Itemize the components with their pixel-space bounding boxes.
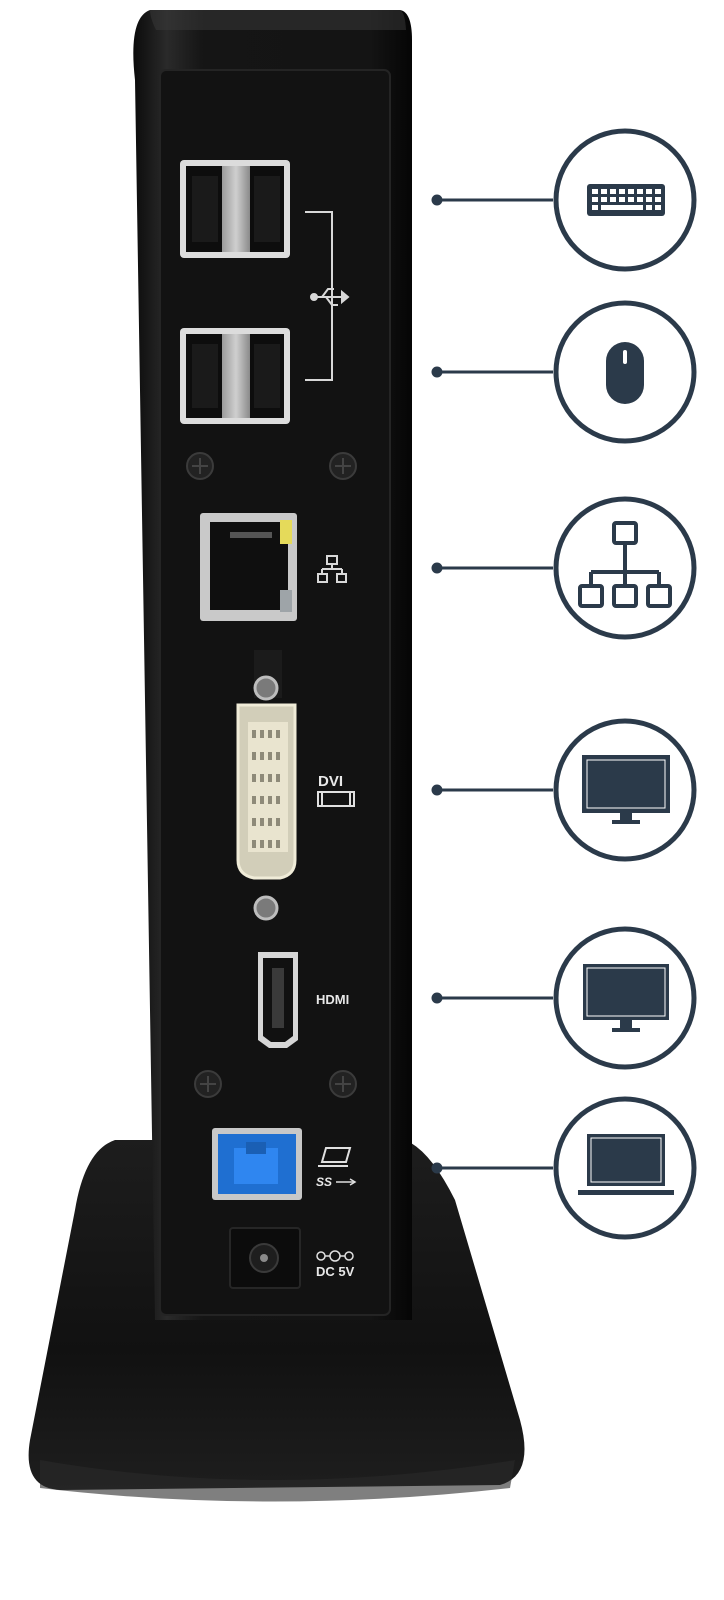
dvi-display-icon bbox=[317, 791, 355, 807]
hdmi-port[interactable] bbox=[258, 952, 298, 1048]
callout-monitor-hdmi bbox=[553, 926, 697, 1070]
usb-symbol-icon bbox=[310, 288, 350, 306]
network-symbol-icon bbox=[317, 555, 347, 583]
laptop-icon bbox=[578, 1134, 674, 1195]
dc-polarity-icon bbox=[316, 1250, 354, 1262]
screw bbox=[186, 452, 357, 1098]
usb3-port[interactable] bbox=[212, 1128, 302, 1200]
callout-keyboard bbox=[553, 128, 697, 272]
callout-monitor-dvi bbox=[553, 718, 697, 862]
dvi-port[interactable] bbox=[236, 650, 297, 921]
dc-power-port[interactable] bbox=[229, 1227, 301, 1289]
mouse-icon bbox=[606, 342, 644, 404]
usb-port-bottom[interactable] bbox=[180, 328, 290, 424]
usb-port-top[interactable] bbox=[180, 160, 290, 258]
callout-mouse bbox=[553, 300, 697, 444]
usb3-ss-label: SS bbox=[316, 1175, 332, 1189]
monitor-icon bbox=[583, 964, 669, 1032]
hdmi-label: HDMI bbox=[316, 992, 349, 1007]
dc-label: DC 5V bbox=[316, 1264, 355, 1279]
ethernet-port[interactable] bbox=[200, 513, 297, 621]
dvi-label: DVI bbox=[318, 773, 343, 790]
network-icon bbox=[578, 521, 672, 608]
keyboard-icon bbox=[587, 184, 665, 216]
usb3-symbol-icon bbox=[336, 1178, 357, 1186]
monitor-icon bbox=[582, 755, 670, 824]
callout-laptop bbox=[553, 1096, 697, 1240]
callout-lines bbox=[431, 194, 553, 1174]
callout-network bbox=[553, 496, 697, 640]
laptop-symbol-icon bbox=[318, 1147, 352, 1167]
